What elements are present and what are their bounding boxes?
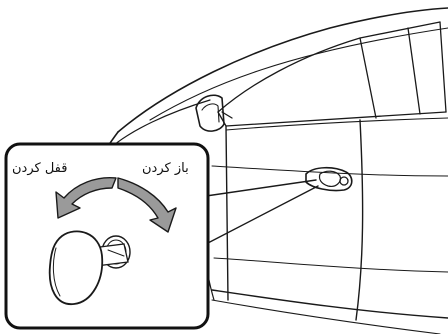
character-line-lower [214, 258, 448, 272]
sill-line [212, 290, 448, 318]
callout-lines [206, 180, 318, 244]
window-top [218, 22, 440, 112]
lock-label: قفل کردن [12, 162, 67, 175]
b-pillar-rear [408, 28, 420, 114]
roof-line [118, 8, 448, 132]
keyhole-icon [340, 177, 348, 185]
unlock-label: باز کردن [142, 162, 189, 175]
b-pillar-front [360, 38, 376, 118]
front-door-leading-edge [226, 126, 228, 300]
rear-window-edge [440, 22, 446, 112]
door-seam [356, 120, 363, 320]
sill-lower [212, 300, 440, 334]
roof-inner-line [150, 28, 448, 120]
door-handle [306, 168, 352, 191]
